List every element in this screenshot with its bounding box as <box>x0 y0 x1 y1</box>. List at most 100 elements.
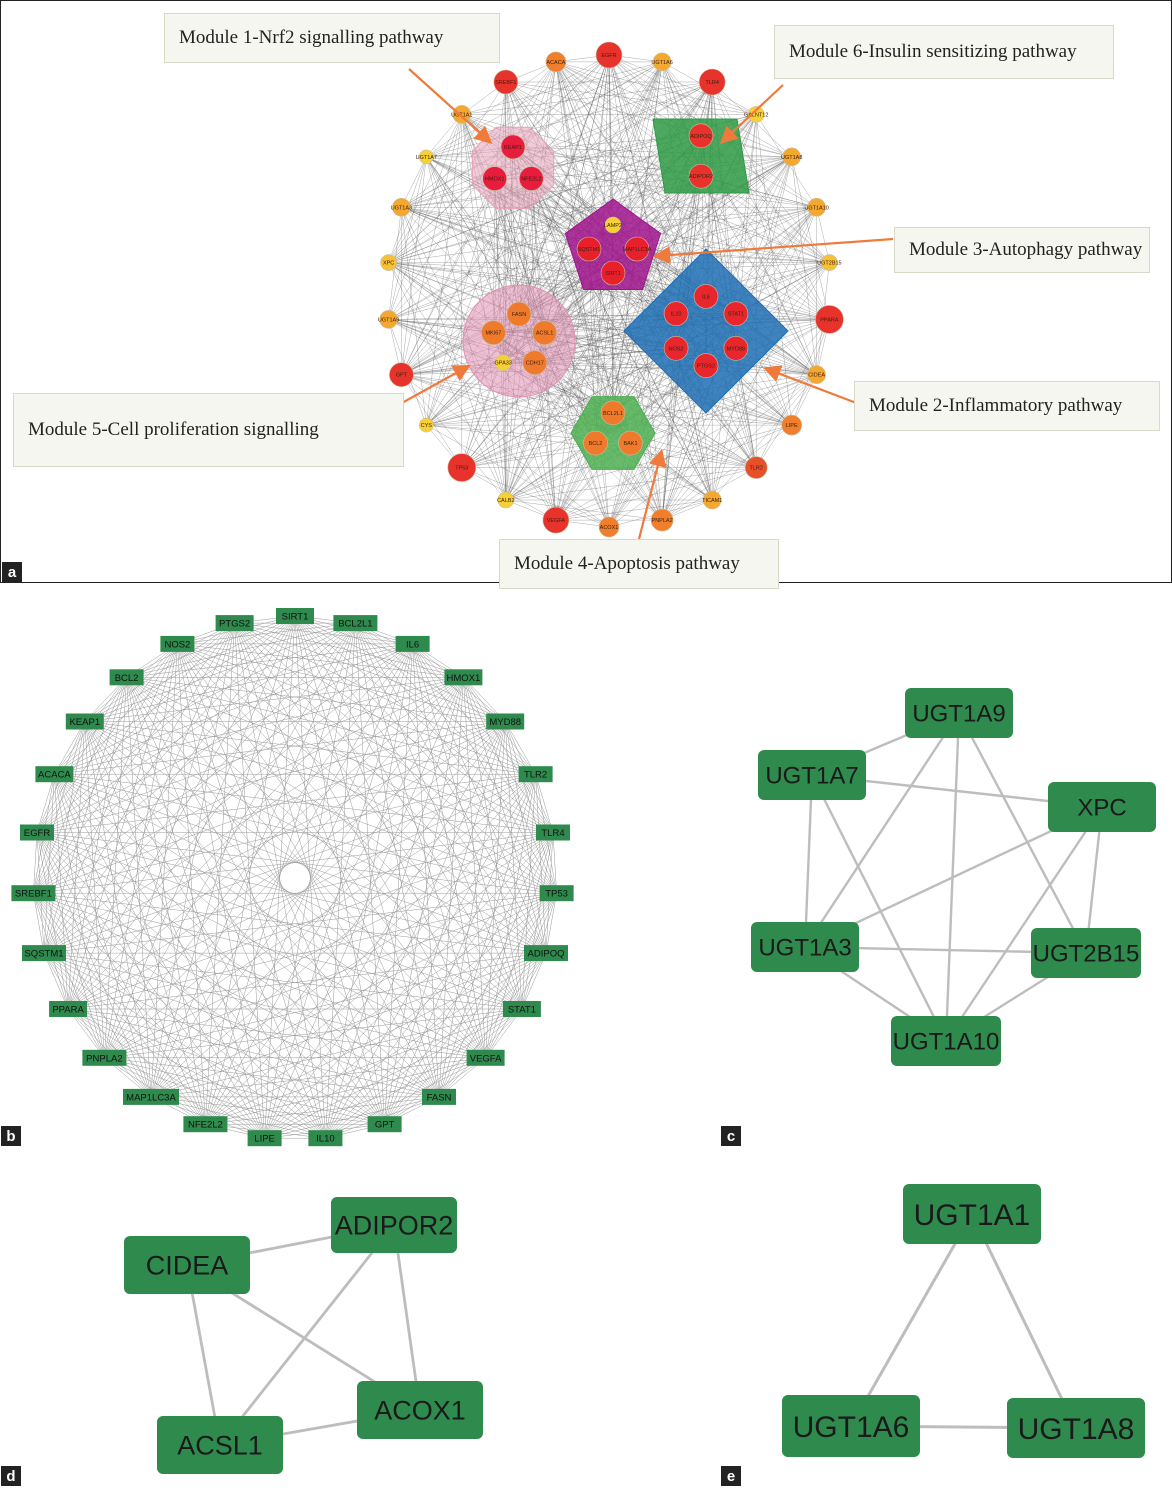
edge <box>205 643 413 1125</box>
edge <box>43 622 356 954</box>
module-shape-m3 <box>564 198 662 290</box>
node-nfe2l2: NFE2L2 <box>183 1116 228 1133</box>
edge <box>54 773 554 833</box>
edge <box>294 615 536 775</box>
edge <box>755 319 830 468</box>
edge <box>126 677 536 775</box>
edge <box>531 81 713 179</box>
edge <box>504 721 536 775</box>
node-myd88: MYD88 <box>486 713 525 730</box>
node-circle <box>807 198 826 217</box>
node-label: UGT1A10 <box>893 1029 1000 1056</box>
edge <box>384 952 547 1125</box>
node-box <box>466 1049 505 1066</box>
node-box <box>1007 1398 1145 1458</box>
edge <box>234 622 464 678</box>
node-label: XPC <box>1077 795 1126 822</box>
callout-module-5: Module 5-Cell proliferation signalling <box>13 393 404 467</box>
node-label: EGFR <box>24 828 51 839</box>
node-box <box>333 615 378 632</box>
edge <box>84 721 486 1058</box>
edge <box>401 156 427 375</box>
edge <box>43 622 235 954</box>
edge <box>84 721 440 1098</box>
edge <box>43 643 178 954</box>
node-label: UGT1A6 <box>651 60 672 66</box>
edge <box>177 643 486 1058</box>
edge <box>712 374 817 501</box>
node-layer: SIRT1BCL2L1IL6HMOX1MYD88TLR2TLR4TP53ADIP… <box>11 608 574 1147</box>
edge <box>505 81 757 115</box>
node-circle <box>379 310 398 329</box>
edge <box>43 643 413 954</box>
node-circle <box>604 216 622 234</box>
edge <box>294 615 326 1139</box>
edge <box>54 615 296 775</box>
edge <box>43 952 440 1098</box>
edge <box>150 615 296 1097</box>
edge <box>264 1096 440 1139</box>
edge <box>234 622 554 833</box>
node-label: MYD88 <box>489 717 521 728</box>
callout-module-2: Module 2-Inflammatory pathway <box>854 381 1160 431</box>
edge <box>700 176 817 375</box>
edge <box>104 1057 326 1139</box>
edge <box>505 374 817 501</box>
edge <box>412 643 554 833</box>
edge <box>43 721 86 954</box>
node-ugt1a9: UGT1A9 <box>378 310 399 329</box>
edge <box>68 1008 440 1098</box>
node-circle <box>723 301 749 327</box>
edge <box>36 773 536 833</box>
edge-adipor2-acox1 <box>392 1224 422 1411</box>
edge-layer <box>33 615 557 1139</box>
edge <box>104 622 356 1058</box>
edge <box>67 615 296 1010</box>
edge <box>33 677 127 894</box>
node-ticam1: TICAM1 <box>702 490 722 510</box>
node-ugt2b15: UGT2B15 <box>1031 928 1141 978</box>
edge <box>555 272 614 521</box>
node-label: BCL2L1 <box>338 619 372 630</box>
node-label: ADIPOQ <box>528 949 565 960</box>
edge <box>126 677 554 833</box>
edge <box>426 176 702 426</box>
node-label: NFE2L2 <box>521 177 541 183</box>
edge <box>177 643 464 678</box>
node-ugt1a10: UGT1A10 <box>891 1016 1001 1066</box>
edge <box>426 61 557 158</box>
node-galnt12: GALNT12 <box>744 106 768 123</box>
edge <box>43 677 464 954</box>
node-circle <box>723 335 749 361</box>
node-circle <box>452 105 472 124</box>
edge <box>104 721 506 1058</box>
node-ugt1a9: UGT1A9 <box>905 688 1013 738</box>
node-bcl2l1: BCL2L1 <box>333 615 378 632</box>
node-label: UGT1A3 <box>391 205 412 211</box>
edge <box>104 773 536 1059</box>
node-tlr2: TLR2 <box>518 766 553 783</box>
node-circle <box>702 490 722 510</box>
callout-module-1: Module 1-Nrf2 signalling pathway <box>164 13 500 63</box>
node-box <box>395 635 430 652</box>
node-box <box>903 1184 1041 1244</box>
node-box <box>367 1116 402 1133</box>
edge <box>555 61 792 158</box>
edge <box>504 721 557 894</box>
node-il10: IL10 <box>663 301 689 327</box>
edge <box>150 677 464 1098</box>
node-circle <box>418 417 434 433</box>
edge <box>177 643 547 954</box>
edge <box>205 623 356 1125</box>
node-stat1: STAT1 <box>502 1001 541 1017</box>
node-bcl2l1: BCL2L1 <box>600 400 626 426</box>
edge <box>401 207 427 426</box>
edge <box>552 832 557 894</box>
edge <box>504 721 547 954</box>
edge-xpc-ugt1a10 <box>945 806 1103 1042</box>
node-circle <box>500 134 526 160</box>
node-circle <box>482 166 508 191</box>
edge <box>555 61 757 115</box>
edge <box>54 774 265 1139</box>
